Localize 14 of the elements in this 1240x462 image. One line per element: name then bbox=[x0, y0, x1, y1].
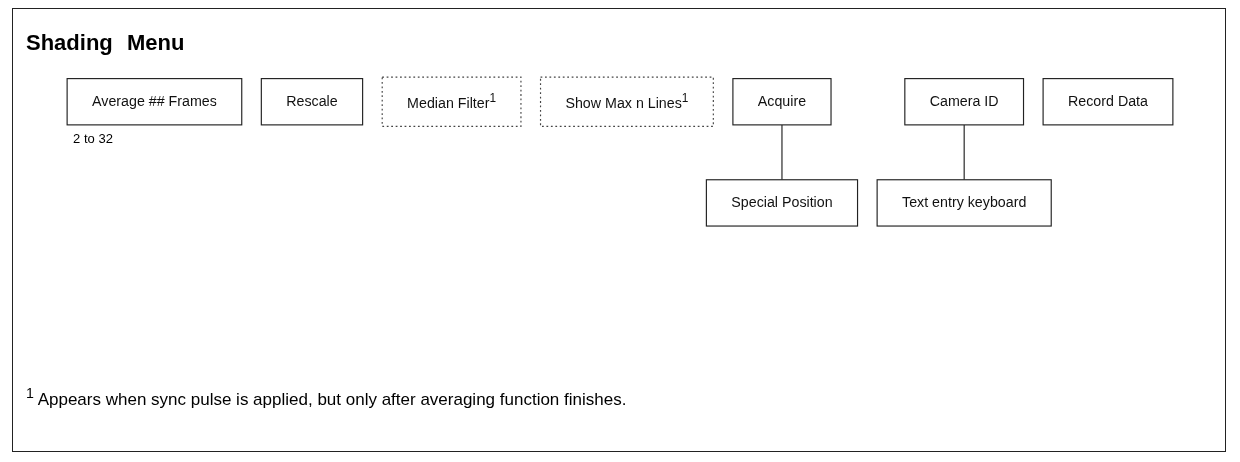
diagram-title: Shading Menu bbox=[26, 30, 185, 56]
node-box: Record Data bbox=[1042, 78, 1174, 126]
node-box: Special Position bbox=[705, 179, 859, 227]
node-box: Acquire bbox=[732, 78, 832, 126]
footnote-text: $^{1}$ Appears when sync pulse is applied, but only after averaging function finishes. bbox=[26, 385, 627, 410]
connector bbox=[781, 124, 783, 181]
node-box: Rescale bbox=[260, 78, 364, 126]
node-box: Text entry keyboard bbox=[876, 179, 1052, 227]
node-box: Average ## Frames bbox=[66, 78, 243, 126]
connector bbox=[963, 124, 965, 181]
node-box: Show Max n Lines$^{1}$ bbox=[539, 76, 714, 127]
node-box: Median Filter$^{1}$ bbox=[381, 76, 522, 127]
node-caption: 2 to 32 bbox=[73, 130, 113, 146]
node-box: Camera ID bbox=[904, 78, 1025, 126]
